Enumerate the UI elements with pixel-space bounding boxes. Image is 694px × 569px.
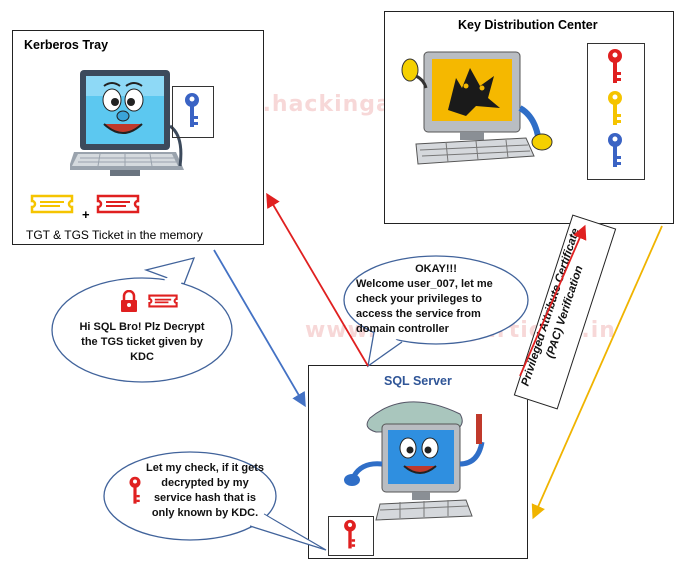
- red-key-icon: [129, 476, 141, 504]
- tgt-ticket-icon: [30, 194, 74, 214]
- okay-line: Welcome user_007, let me: [356, 278, 493, 290]
- okay-text: OKAY!!! Welcome user_007, let me check y…: [356, 262, 516, 337]
- kdc-computer-illustration: [401, 51, 553, 165]
- kdc-keys-panel: [587, 43, 645, 180]
- tgs-ticket-icon: [148, 294, 178, 308]
- okay-line: check your privileges to: [356, 293, 482, 305]
- check-line: service hash that is: [153, 492, 257, 504]
- sql-computer-illustration: [344, 401, 485, 521]
- check-text: Let my check, if it gets decrypted by my…: [134, 461, 276, 521]
- decrypt-request-line: Hi SQL Bro! Plz Decrypt: [79, 321, 205, 333]
- tray-key-frame: [172, 86, 214, 138]
- decrypt-request-line: the TGS ticket given by: [81, 336, 203, 348]
- blue-key-icon: [608, 133, 622, 167]
- okay-line: domain controller: [356, 323, 449, 335]
- check-line: decrypted by my: [161, 477, 249, 489]
- sql-server-title: SQL Server: [384, 374, 452, 388]
- sql-key-frame: [328, 516, 374, 556]
- lock-icon: [121, 290, 137, 312]
- gold-key-icon: [608, 91, 622, 125]
- check-line: Let my check, if it gets: [146, 462, 264, 474]
- laptop-illustration: [70, 70, 184, 176]
- decrypt-request-text: Hi SQL Bro! Plz Decrypt the TGS ticket g…: [62, 320, 222, 365]
- tgs-ticket-icon: [96, 194, 140, 214]
- check-line: only known by KDC.: [151, 507, 259, 519]
- kerberos-tray-title: Kerberos Tray: [24, 38, 109, 52]
- red-key-icon: [608, 49, 622, 83]
- red-key-icon: [344, 519, 356, 549]
- okay-line: OKAY!!!: [415, 263, 457, 275]
- kdc-title: Key Distribution Center: [458, 18, 598, 32]
- check-bubble: [103, 451, 327, 551]
- blue-key-icon: [185, 93, 199, 127]
- okay-bubble: [343, 255, 529, 368]
- ticket-plus-sign: +: [82, 207, 90, 222]
- tray-caption: TGT & TGS Ticket in the memory: [26, 228, 203, 242]
- okay-line: access the service from: [356, 308, 481, 320]
- decrypt-request-line: KDC: [130, 351, 154, 363]
